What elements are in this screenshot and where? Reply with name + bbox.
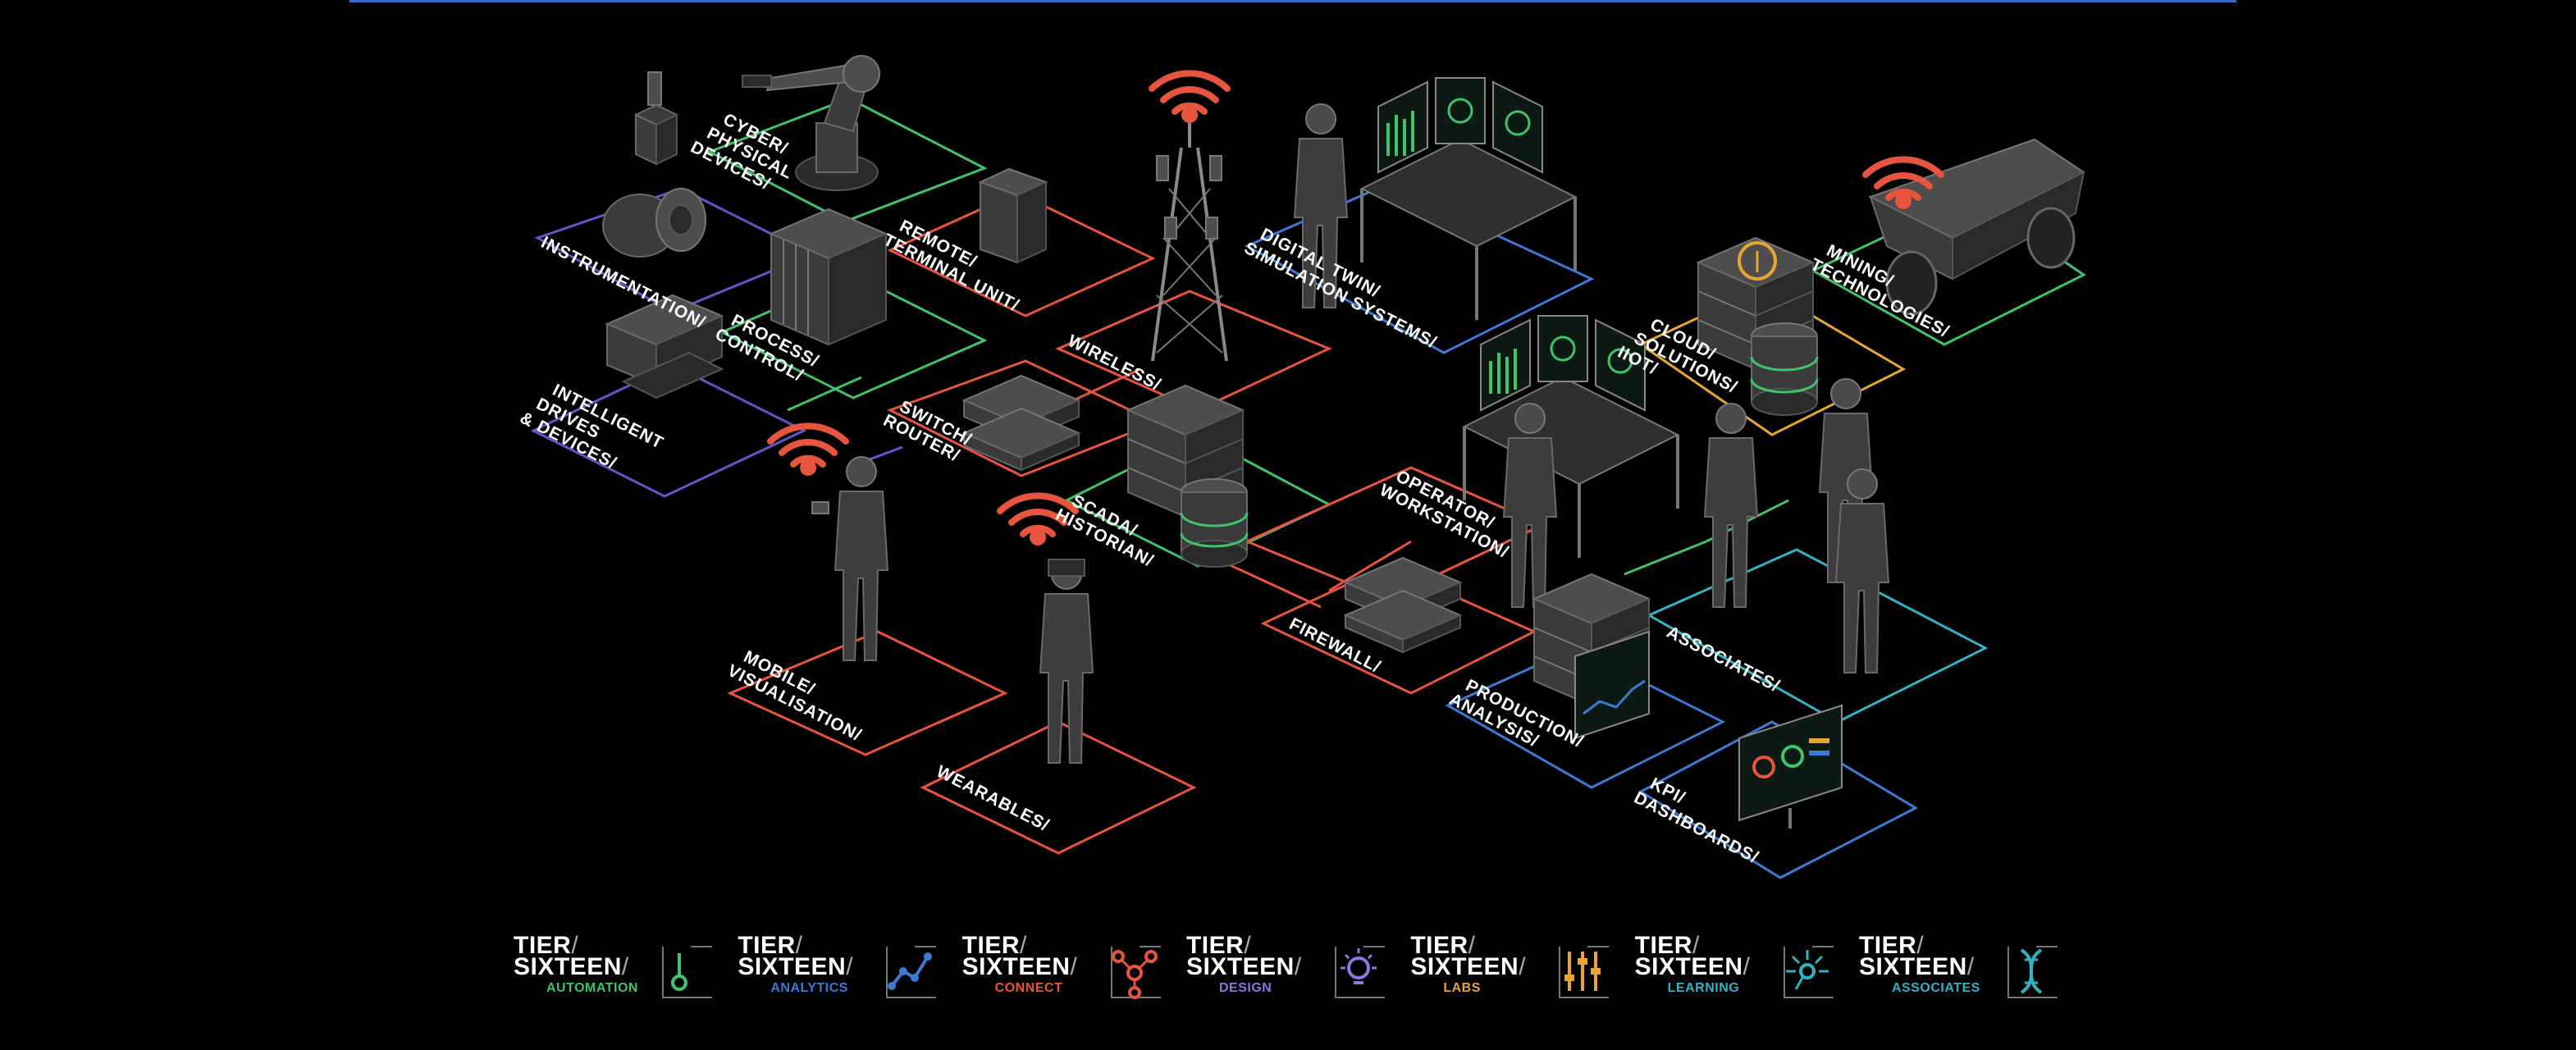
sliders-icon [1559, 946, 1610, 998]
label-cyber: CYBER/ PHYSICAL DEVICES/ [687, 110, 796, 194]
brand-line-1: TIER/ [1185, 932, 1252, 959]
brand-logo-labs: TIER/ SIXTEEN/ LABS [1410, 932, 1624, 1009]
electric-motor [602, 188, 706, 258]
brand-line-2: SIXTEEN/ [961, 953, 1078, 980]
tile-associates [1646, 548, 1989, 724]
production-server [1533, 573, 1650, 740]
lightbulb-icon [1334, 946, 1385, 998]
drive-board [605, 294, 724, 399]
cell-tower [1151, 123, 1228, 362]
line-graph-icon [886, 946, 937, 998]
brand-line-2: SIXTEEN/ [738, 953, 854, 980]
sensor-device [633, 71, 679, 166]
brand-logo-design: TIER/ SIXTEEN/ DESIGN [1185, 932, 1400, 1009]
label-associates: ASSOCIATES/ [1664, 623, 1784, 696]
tile-intelligent-drives [530, 363, 807, 498]
brand-line-2: SIXTEEN/ [1858, 953, 1975, 980]
label-operator: OPERATOR/ WORKSTATION/ [1377, 467, 1512, 562]
wifi-icon-mobile [770, 426, 846, 476]
brand-logo-associates: TIER/ SIXTEEN/ ASSOCIATES [1858, 932, 2072, 1009]
brand-logo-strip: TIER/ SIXTEEN/ AUTOMATION TIER/ SIXTEEN/… [514, 932, 2072, 1009]
tile-wireless [1055, 290, 1332, 412]
switch-icon [662, 946, 712, 998]
brand-logo-automation: TIER/ SIXTEEN/ AUTOMATION [514, 932, 727, 1009]
wifi-icon-tower [1152, 73, 1227, 123]
tile-kpi [1637, 720, 1919, 879]
mobile-user [811, 456, 888, 661]
tile-remote-terminal [887, 191, 1156, 317]
tile-production [1445, 646, 1726, 789]
brand-sub: ANALYTICS [770, 981, 848, 995]
brand-line-1: TIER/ [1634, 932, 1700, 959]
network-node-icon [1110, 946, 1161, 999]
plc-rack [769, 208, 888, 346]
tile-mobile [727, 630, 1008, 756]
brand-line-1: TIER/ [961, 932, 1027, 959]
brand-line-1: TIER/ [1410, 932, 1476, 959]
scada-server [1127, 385, 1249, 568]
brand-sub: LABS [1443, 981, 1481, 995]
brand-sub: DESIGN [1218, 981, 1272, 995]
robot-arm [742, 55, 880, 191]
brand-line-1: TIER/ [738, 932, 803, 959]
svg-text:SIMULATION SYSTEMS/: SIMULATION SYSTEMS/ [1241, 239, 1440, 353]
dna-icon [2007, 946, 2058, 998]
kpi-monitor [1738, 704, 1843, 829]
brand-line-2: SIXTEEN/ [514, 953, 629, 980]
brand-line-2: SIXTEEN/ [1410, 953, 1527, 980]
brand-sub: ASSOCIATES [1891, 981, 1980, 995]
brand-logo-analytics: TIER/ SIXTEEN/ ANALYTICS [738, 932, 951, 1009]
rtu-box [978, 167, 1048, 264]
brand-line-2: SIXTEEN/ [1634, 953, 1751, 980]
brand-line-1: TIER/ [514, 932, 579, 959]
brand-line-2: SIXTEEN/ [1185, 953, 1302, 980]
top-accent-line [349, 0, 2236, 2]
brand-line-1: TIER/ [1858, 932, 1925, 959]
brand-sub: LEARNING [1667, 981, 1740, 995]
architecture-diagram: CYBER/ PHYSICAL DEVICES/ INSTRUMENTATION… [517, 55, 2086, 879]
brand-sub: AUTOMATION [546, 981, 638, 995]
tile-cyber-physical [706, 97, 988, 223]
cloud-server [1697, 237, 1819, 416]
label-wearables: WEARABLES/ [934, 762, 1053, 835]
label-digital-twin: DIGITAL TWIN/ SIMULATION SYSTEMS/ [1241, 225, 1440, 353]
wearables-user [1039, 559, 1094, 764]
tile-wearables [920, 720, 1197, 855]
svg-text:WEARABLES/: WEARABLES/ [934, 762, 1053, 835]
brand-logo-learning: TIER/ SIXTEEN/ LEARNING [1634, 932, 1848, 1009]
brand-sub: CONNECT [994, 981, 1063, 995]
mining-truck [1868, 138, 2085, 316]
brand-logo-connect: TIER/ SIXTEEN/ CONNECT [961, 932, 1176, 1009]
lamp-icon [1783, 946, 1834, 998]
svg-text:ASSOCIATES/: ASSOCIATES/ [1664, 623, 1784, 696]
label-switch-router: SWITCH/ ROUTER/ [880, 397, 975, 465]
